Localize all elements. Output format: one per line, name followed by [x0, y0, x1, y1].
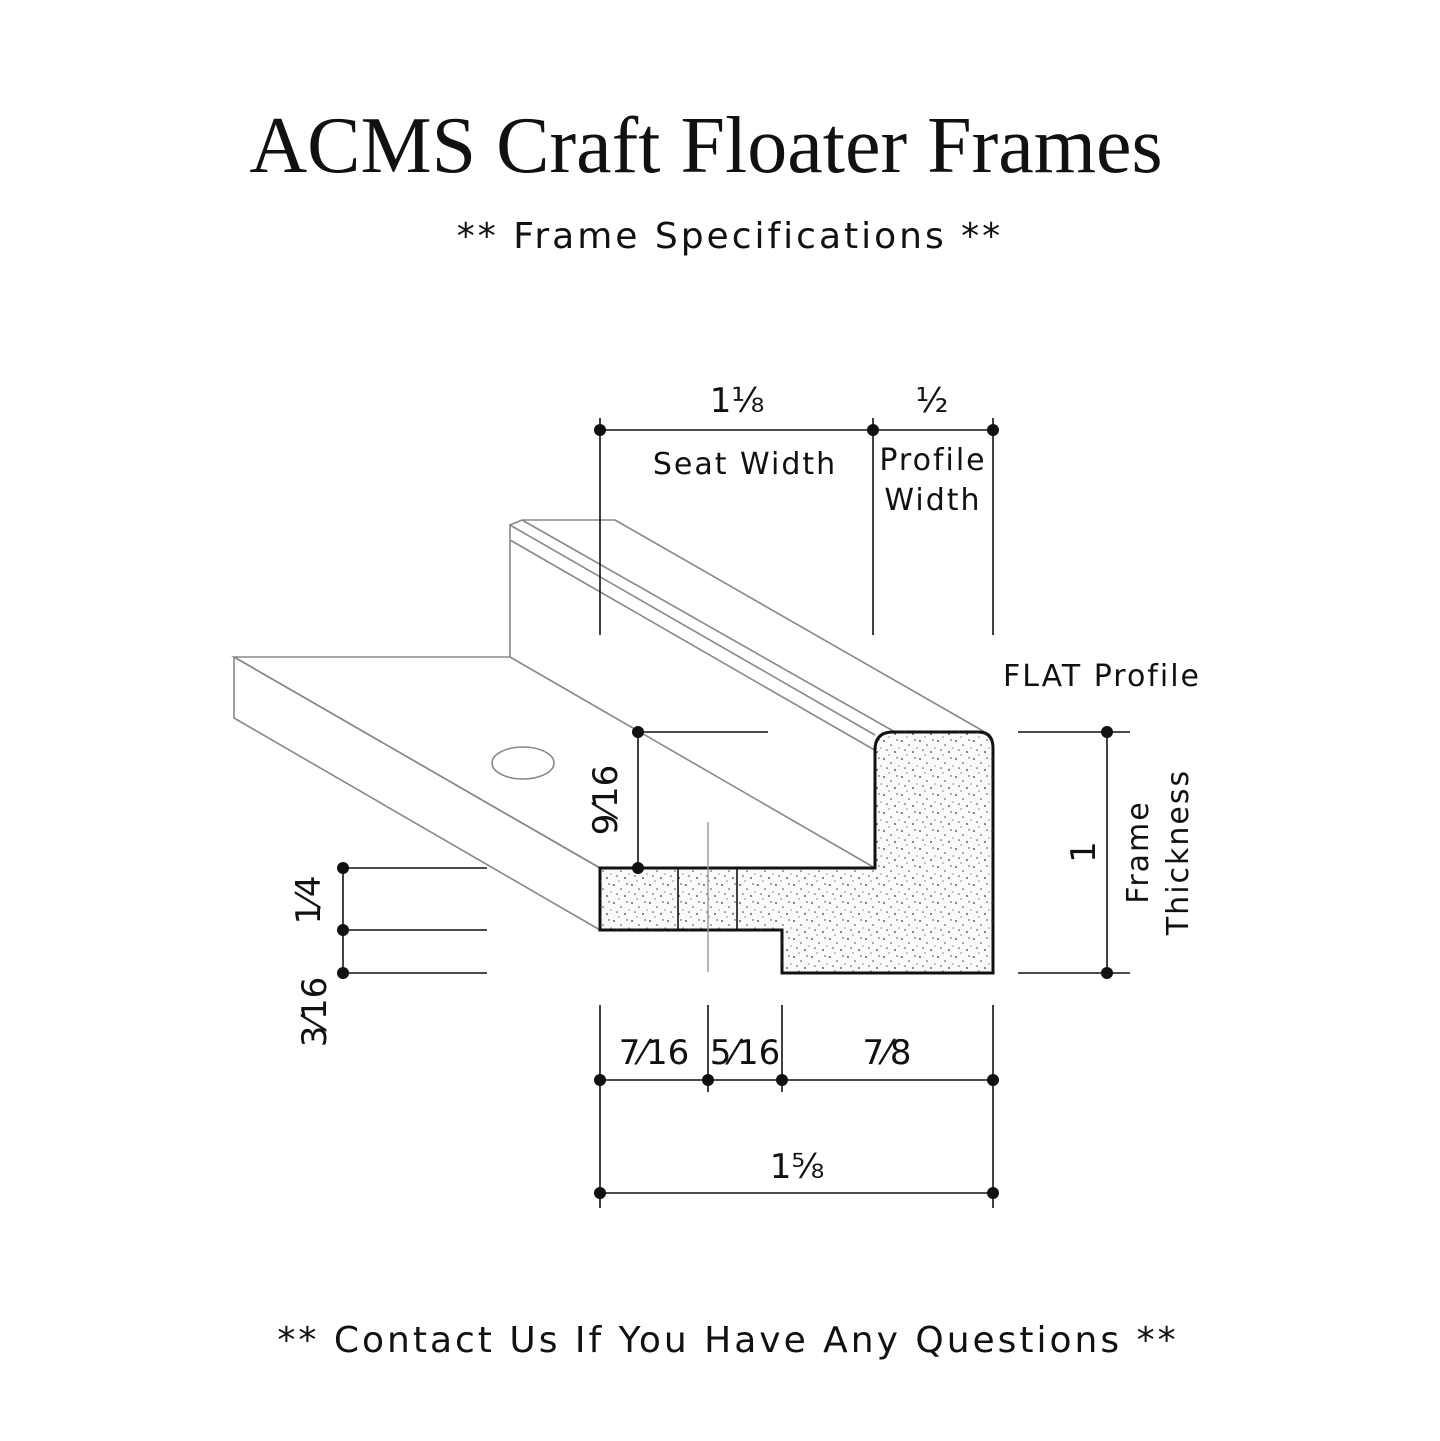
seat-width-label: Seat Width — [653, 447, 837, 482]
step-lower-dimension: 3⁄16 — [295, 977, 335, 1048]
profile-width-dimension: ½ — [916, 381, 949, 421]
lip-height-dimension-group — [632, 726, 768, 874]
frame-cross-section — [598, 730, 995, 975]
frame-thickness-label-line2: Thickness — [1161, 769, 1196, 936]
seat-width-dimension: 1⅛ — [710, 381, 765, 421]
frame-thickness-label-line1: Frame — [1121, 800, 1156, 903]
overall-width-dimension: 1⅝ — [770, 1147, 825, 1187]
bottom-right-dimension: 7⁄8 — [863, 1033, 912, 1073]
profile-name-label: FLAT Profile — [1003, 659, 1201, 694]
page-title: ACMS Craft Floater Frames — [249, 102, 1162, 190]
profile-width-label-line1: Profile — [879, 443, 986, 478]
top-dimension-group — [594, 418, 999, 635]
bottom-mid-dimension: 5⁄16 — [710, 1033, 781, 1073]
lip-height-dimension: 9⁄16 — [586, 765, 626, 836]
step-dimension-group — [337, 862, 487, 979]
bottom-dimension-group — [594, 1005, 999, 1208]
step-upper-dimension: 1⁄4 — [289, 876, 329, 925]
profile-width-label-line2: Width — [884, 483, 981, 518]
bottom-left-dimension: 7⁄16 — [619, 1033, 690, 1073]
contact-footer: ** Contact Us If You Have Any Questions … — [277, 1320, 1178, 1361]
page-subtitle: ** Frame Specifications ** — [457, 216, 1003, 257]
frame-thickness-dimension: 1 — [1064, 841, 1104, 863]
frame-isometric-drawing — [231, 519, 991, 931]
thickness-dimension-group — [1018, 726, 1130, 979]
mounting-hole-shape — [491, 746, 555, 780]
